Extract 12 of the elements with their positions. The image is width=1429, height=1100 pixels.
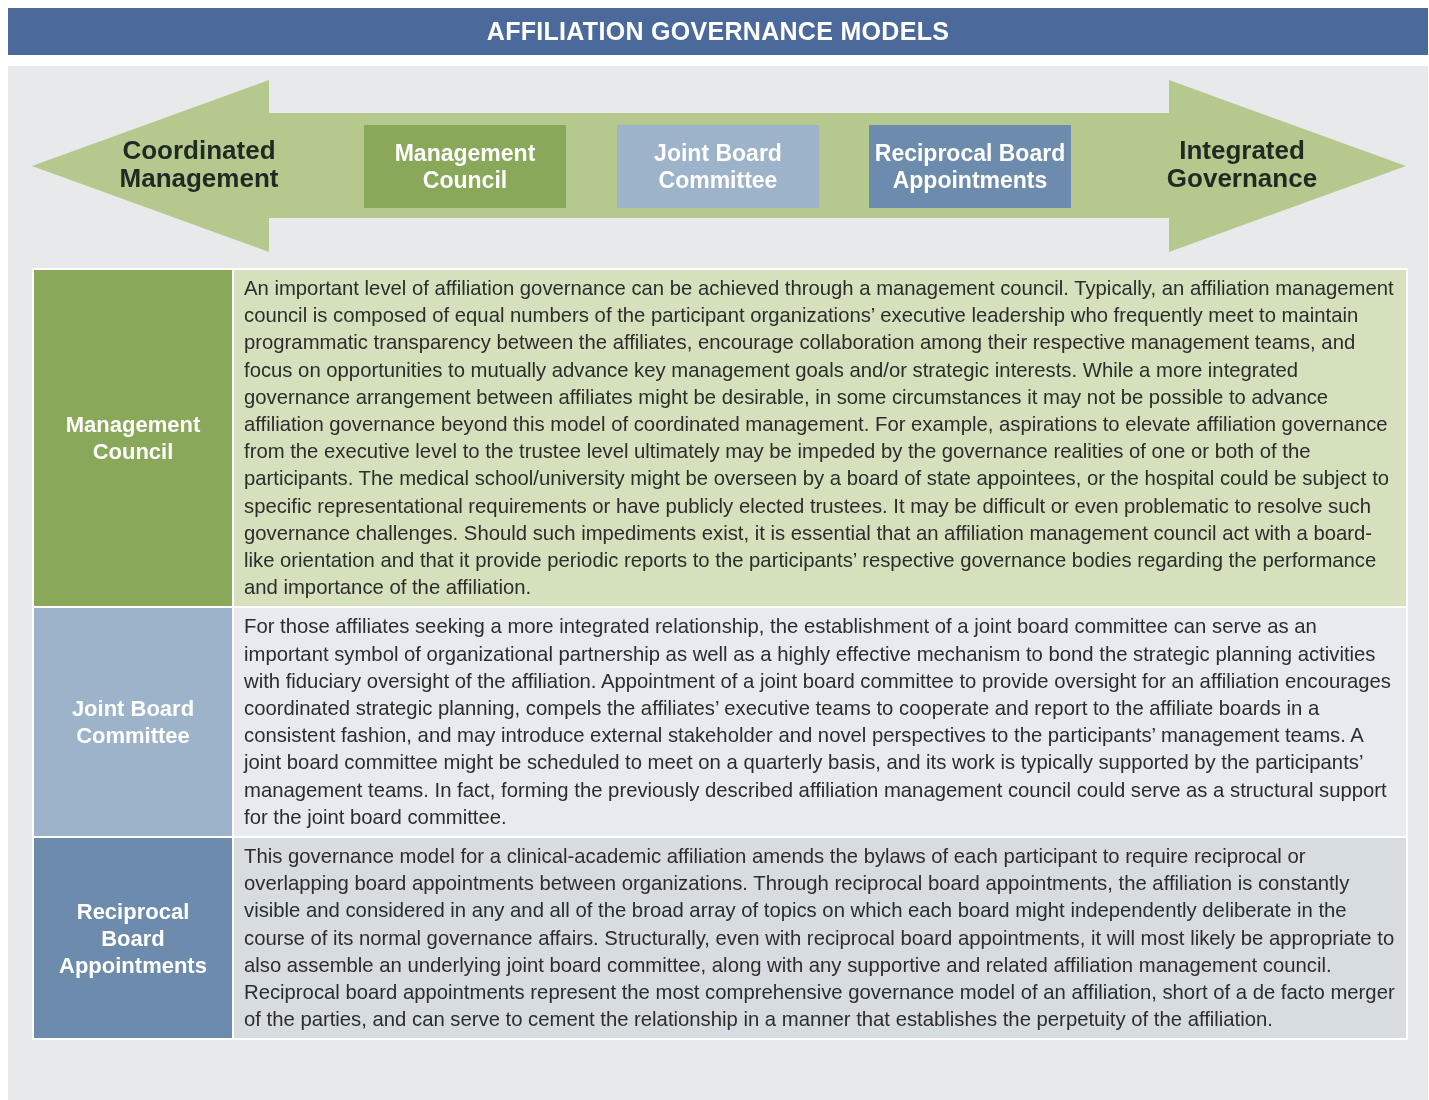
description-text: This governance model for a clinical-academic affiliation amends the bylaws of each participant to require reciprocal or overlapping board appointments between organizations. Through reciprocal board appointments, the affiliation is constantly visible and considered in any and all of the broad array of topics on which each board might independently deliberate in the course of its normal governance affairs. Structurally, even with reciprocal board appointments, it will most likely be appropriate to also assemble an underlying joint board committee, along with any supportive and related affiliation management council. Reciprocal board appointments represent the most comprehensive governance model of an affiliation, short of a de facto merger of the parties, and can serve to cement the relationship in a manner that establishes the perpetuity of the affiliation. — [234, 838, 1406, 1039]
description-text: For those affiliates seeking a more integrated relationship, the establishment of a joint board committee can serve as an important symbol of organizational partnership as well as a highly effective mechanism to bond the strategic planning activities with fiduciary oversight of the affiliation. Appointment of a joint board committee to provide oversight for an affiliation encourages coordinated strategic planning, compels the affiliates’ executive teams to cooperate and report to the affiliate boards in a consistent fashion, and may introduce external stakeholder and novel perspectives to the participants’ management teams. A joint board committee might be scheduled to meet on a quarterly basis, and its work is typically supported by the participants’ management teams. In fact, forming the previously described affiliation management council could serve as a structural support for the joint board committee. — [234, 608, 1406, 837]
title-banner: AFFILIATION GOVERNANCE MODELS — [8, 8, 1428, 55]
model-tile: Joint Board Committee — [617, 125, 819, 208]
scale-end-label: Coordinated Management — [118, 136, 280, 192]
model-tile: Management Council — [364, 125, 566, 208]
description-text: An important level of affiliation governance can be achieved through a management council. Typically, an affiliation management council is composed of equal numbers of the participant organizations’ executive leadership who frequently meet to maintain programmatic transparency between the affiliates, encourage collaboration among their respective management teams, and focus on opportunities to mutually advance key management goals and/or strategic interests. While a more integrated governance arrangement between affiliates might be desirable, in some circumstances it may not be possible to advance affiliation governance beyond this model of coordinated management. For example, aspirations to elevate affiliation governance from the executive level to the trustee level ultimately may be impeded by the governance realities of one or both of the participants. The medical school/university might be overseen by a board of state appointees, or the hospital could be subject to specific representational requirements or have publicly elected trustees. It may be difficult or even problematic to resolve such governance challenges. Should such impediments exist, it is essential that an affiliation management council act with a board-like orientation and that it provide periodic reports to the participants’ respective governance bodies regarding the performance and importance of the affiliation. — [234, 270, 1406, 607]
row-header: Management Council — [34, 270, 232, 607]
row-header: Reciprocal Board Appointments — [34, 838, 232, 1039]
model-tile: Reciprocal Board Appointments — [869, 125, 1071, 208]
scale-end-label: Integrated Governance — [1165, 136, 1319, 192]
row-header: Joint Board Committee — [34, 608, 232, 837]
